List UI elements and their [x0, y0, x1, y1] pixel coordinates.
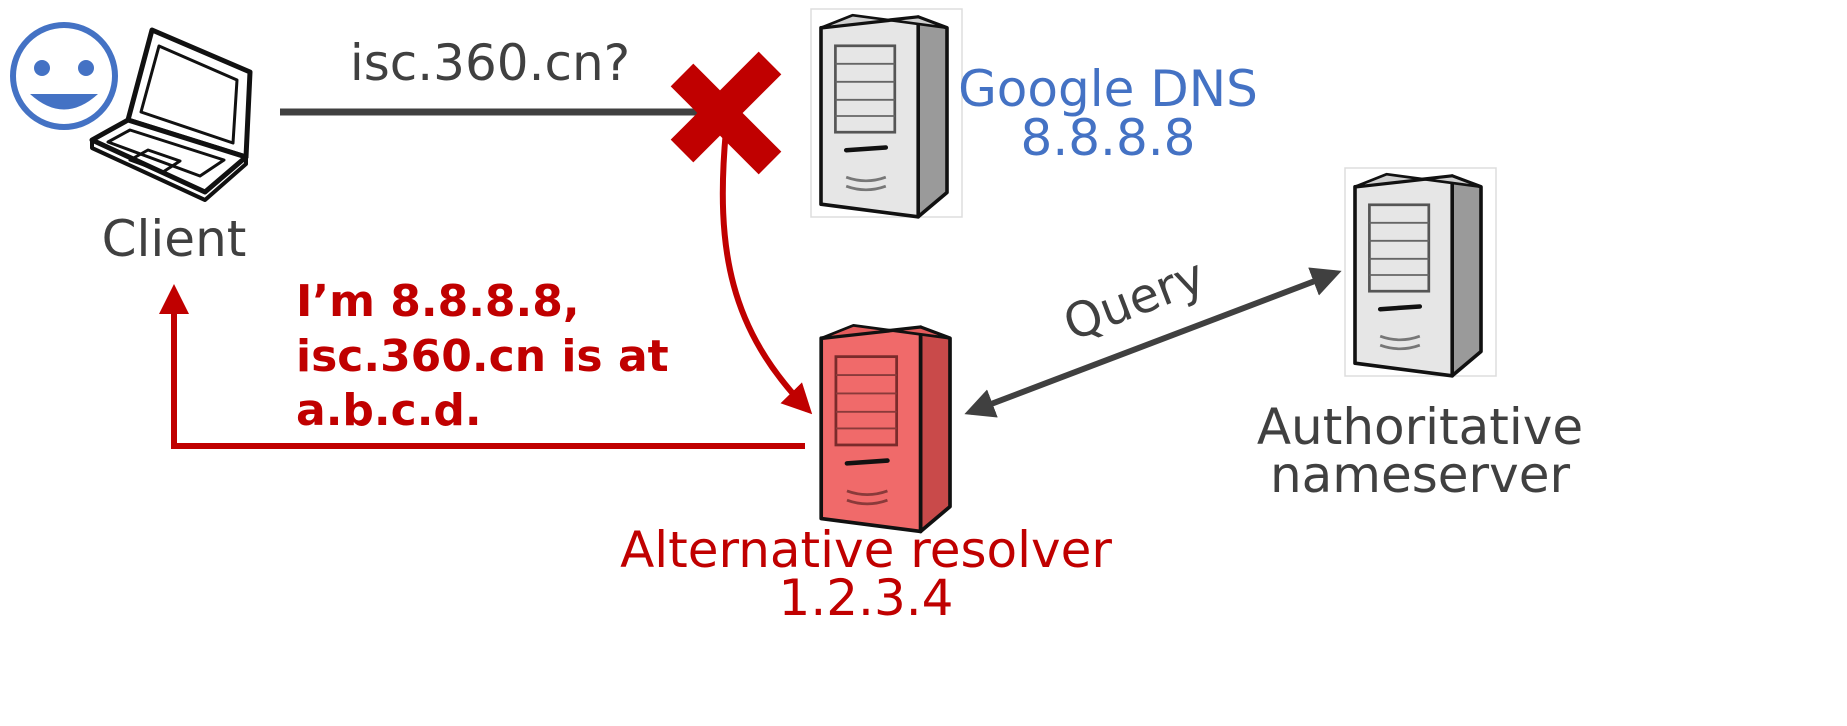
alternative-resolver-name: Alternative resolver [620, 521, 1112, 579]
spoofed-reply-arrow [159, 284, 805, 449]
server-icon [1353, 172, 1483, 378]
client-label: Client [102, 210, 247, 268]
request-label: isc.360.cn? [350, 34, 630, 92]
red-x-icon [670, 51, 782, 175]
google-dns-server [810, 8, 963, 219]
spoofed-reply-line1: I’m 8.8.8.8, [296, 276, 580, 327]
spoofed-reply-line3: a.b.c.d. [296, 385, 482, 436]
server-icon [819, 323, 952, 534]
google-dns-name: Google DNS [958, 60, 1258, 118]
smiley-face-icon [10, 22, 118, 130]
laptop-icon [89, 27, 253, 202]
google-dns-ip: 8.8.8.8 [1021, 109, 1196, 167]
spoofed-reply-line2: isc.360.cn is at [296, 331, 669, 382]
server-icon [819, 13, 949, 219]
hijack-arrow [719, 129, 813, 415]
alternative-resolver-server [819, 323, 952, 534]
query-label: Query [1056, 248, 1212, 353]
query-arrow [964, 267, 1342, 418]
authoritative-server [1344, 167, 1497, 378]
alternative-resolver-ip: 1.2.3.4 [779, 569, 954, 627]
authoritative-line2: nameserver [1270, 446, 1571, 504]
